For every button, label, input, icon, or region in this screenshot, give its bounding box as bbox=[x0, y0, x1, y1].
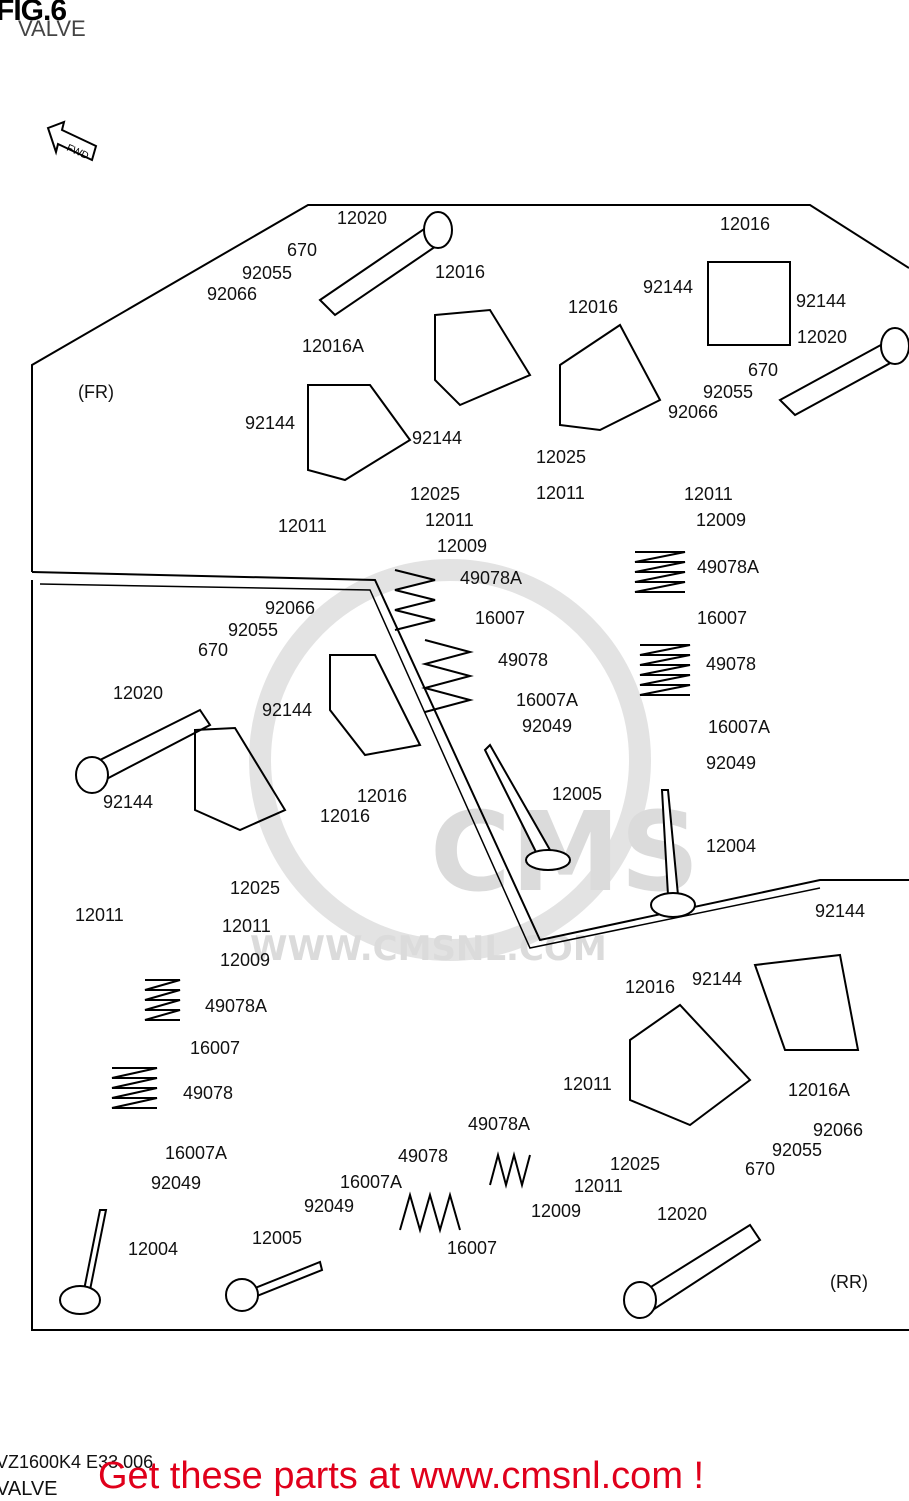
part-number-label: 92144 bbox=[245, 413, 295, 433]
part-number-label: 92144 bbox=[262, 700, 312, 720]
part-number-label: 12011 bbox=[75, 905, 124, 925]
valves bbox=[59, 743, 696, 1315]
part-number-label: 12011 bbox=[684, 484, 733, 504]
part-number-label: 92055 bbox=[772, 1140, 822, 1160]
part-number-label: 670 bbox=[287, 240, 317, 260]
valve-springs bbox=[111, 551, 691, 1234]
part-number-label: 92066 bbox=[813, 1120, 863, 1140]
part-number-label: 12004 bbox=[706, 836, 756, 856]
part-number-label: 670 bbox=[745, 1159, 775, 1179]
part-number-label: 12016 bbox=[320, 806, 370, 826]
part-number-label: 92055 bbox=[242, 263, 292, 283]
rocker-shaft-12020 bbox=[75, 211, 909, 1319]
part-number-label: 16007 bbox=[447, 1238, 497, 1258]
part-number-label: 92144 bbox=[692, 969, 742, 989]
diagram-code: VZ1600K4 E33 006 bbox=[0, 1452, 154, 1472]
part-number-label: 12009 bbox=[220, 950, 270, 970]
part-number-label: 92066 bbox=[265, 598, 315, 618]
part-number-label: 12020 bbox=[797, 327, 847, 347]
cta-link[interactable]: Get these parts at www.cmsnl.com ! bbox=[98, 1455, 705, 1497]
part-number-label: 12016 bbox=[625, 977, 675, 997]
watermark-url: WWW.CMSNL.COM bbox=[250, 929, 607, 969]
part-number-label: 12020 bbox=[337, 208, 387, 228]
part-number-label: 670 bbox=[748, 360, 778, 380]
part-number-label: 12005 bbox=[552, 784, 602, 804]
part-number-label: 12016 bbox=[568, 297, 618, 317]
part-number-label: 670 bbox=[198, 640, 228, 660]
rear-region-label: (RR) bbox=[830, 1272, 868, 1292]
part-number-label: 12011 bbox=[574, 1176, 623, 1196]
front-region-outline bbox=[31, 204, 909, 572]
part-number-label: 92144 bbox=[103, 792, 153, 812]
part-number-label: 92144 bbox=[796, 291, 846, 311]
part-number-label: 12011 bbox=[563, 1074, 612, 1094]
part-number-label: 16007 bbox=[475, 608, 525, 628]
part-number-label: 92049 bbox=[304, 1196, 354, 1216]
part-number-label: 16007A bbox=[165, 1143, 227, 1163]
part-number-label: 12020 bbox=[657, 1204, 707, 1224]
part-number-label: 12016A bbox=[302, 336, 364, 356]
part-number-label: 16007A bbox=[516, 690, 578, 710]
part-number-label: 12009 bbox=[531, 1201, 581, 1221]
part-number-label: 49078A bbox=[468, 1114, 530, 1134]
part-number-label: 16007A bbox=[708, 717, 770, 737]
figure-number: FIG.6 bbox=[0, 0, 67, 27]
part-number-label: 92055 bbox=[703, 382, 753, 402]
part-number-label: 49078 bbox=[498, 650, 548, 670]
part-number-label: 49078A bbox=[697, 557, 759, 577]
footer-title: VALVE bbox=[0, 1478, 58, 1500]
part-number-label: 49078A bbox=[460, 568, 522, 588]
part-number-label: 92144 bbox=[643, 277, 693, 297]
part-number-label: 92049 bbox=[706, 753, 756, 773]
part-number-label: 12011 bbox=[536, 483, 585, 503]
part-number-label: 12011 bbox=[425, 510, 474, 530]
part-number-label: 16007 bbox=[190, 1038, 240, 1058]
part-number-label: 12016 bbox=[720, 214, 770, 234]
part-number-label: 12016A bbox=[788, 1080, 850, 1100]
part-number-label: 92144 bbox=[815, 901, 865, 921]
rocker-arm-assemblies bbox=[194, 261, 860, 1127]
part-number-label: 49078 bbox=[706, 654, 756, 674]
watermark: CMS WWW.CMSNL.COM bbox=[249, 559, 699, 969]
front-region-label: (FR) bbox=[78, 382, 114, 402]
part-number-label: 12009 bbox=[437, 536, 487, 556]
part-number-label: 92055 bbox=[228, 620, 278, 640]
part-number-label: 12016 bbox=[357, 786, 407, 806]
callout-labels: 12020 670 92055 92066 12016 12016A 92144… bbox=[75, 208, 865, 1259]
part-number-label: 49078 bbox=[183, 1083, 233, 1103]
part-number-label: 12011 bbox=[222, 916, 271, 936]
part-number-label: 12009 bbox=[696, 510, 746, 530]
fwd-arrow-icon: FWD bbox=[46, 120, 98, 162]
watermark-brand: CMS bbox=[430, 788, 699, 916]
part-number-label: 12025 bbox=[410, 484, 460, 504]
part-number-label: 12025 bbox=[230, 878, 280, 898]
part-number-label: 49078 bbox=[398, 1146, 448, 1166]
part-number-label: 12020 bbox=[113, 683, 163, 703]
part-number-label: 92066 bbox=[668, 402, 718, 422]
rear-region-outline bbox=[31, 571, 909, 1331]
part-number-label: 12025 bbox=[610, 1154, 660, 1174]
part-number-label: 92049 bbox=[151, 1173, 201, 1193]
part-number-label: 16007A bbox=[340, 1172, 402, 1192]
part-number-label: 92049 bbox=[522, 716, 572, 736]
part-number-label: 49078A bbox=[205, 996, 267, 1016]
part-number-label: 12004 bbox=[128, 1239, 178, 1259]
part-number-label: 92144 bbox=[412, 428, 462, 448]
part-number-label: 12005 bbox=[252, 1228, 302, 1248]
part-number-label: 12016 bbox=[435, 262, 485, 282]
part-number-label: 16007 bbox=[697, 608, 747, 628]
part-number-label: 12011 bbox=[278, 516, 327, 536]
part-number-label: 92066 bbox=[207, 284, 257, 304]
part-number-label: 12025 bbox=[536, 447, 586, 467]
figure-subtitle: VALVE bbox=[18, 16, 86, 41]
